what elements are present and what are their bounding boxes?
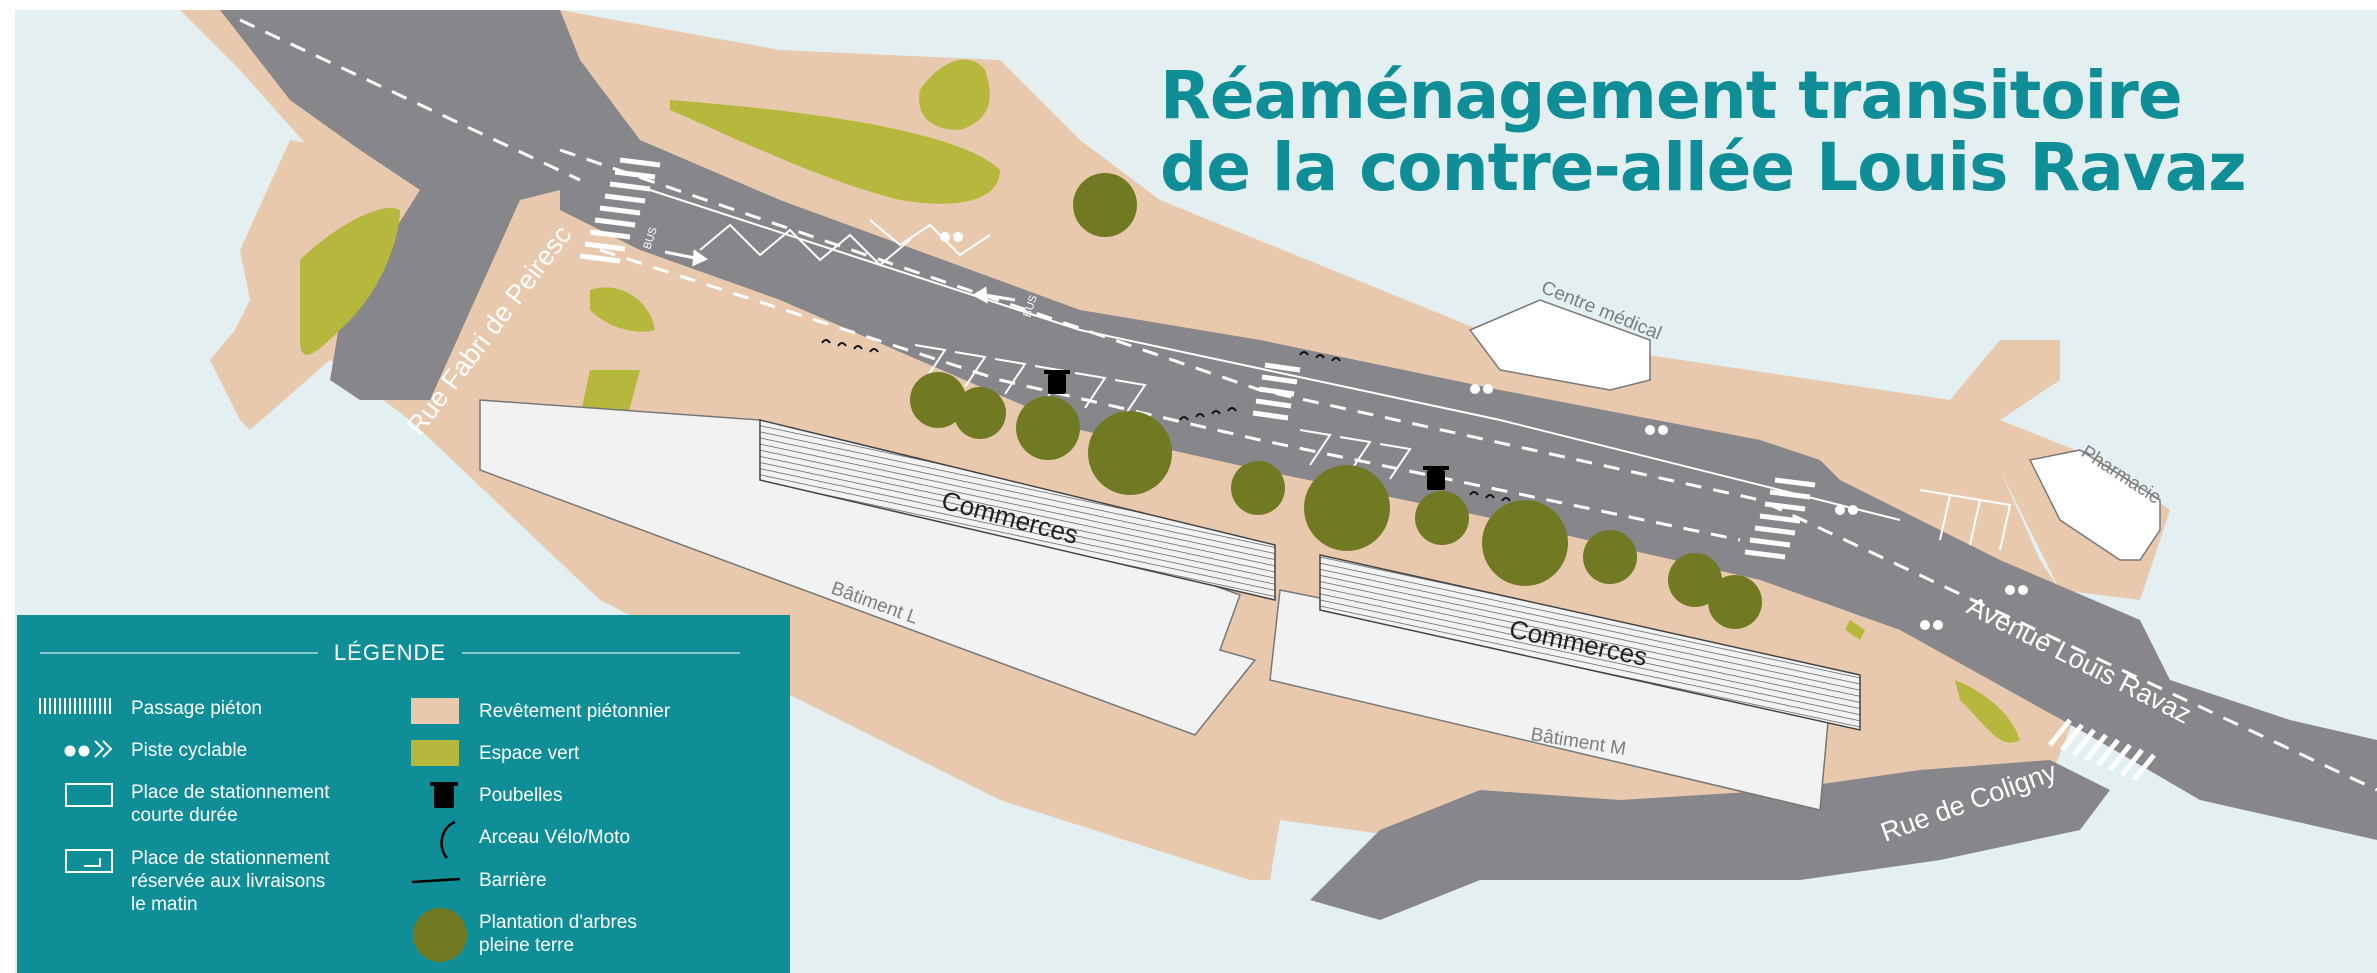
zigzag-marking	[869, 219, 991, 257]
legend-label: courte durée	[131, 805, 238, 826]
pharmacie-building	[2028, 449, 2161, 561]
crosswalk	[1744, 477, 1816, 560]
pavement-right	[1480, 330, 2170, 600]
legend-crosswalk-swatch	[39, 698, 111, 714]
bicycle-icon	[64, 740, 113, 758]
legend-label: réservée aux livraisons	[131, 871, 325, 892]
legend-label: Place de stationnement	[131, 848, 330, 869]
crosswalk	[579, 157, 661, 264]
legend-label: Arceau Vélo/Moto	[479, 827, 630, 848]
trash-bin-icon	[1044, 370, 1070, 394]
legend-delivery-swatch	[65, 849, 113, 873]
trash-bin-icon	[1423, 466, 1449, 490]
legend-delivery-mark	[84, 858, 101, 867]
page-title-line2: de la contre-allée Louis Ravaz	[1160, 129, 2246, 206]
zigzag-marking	[699, 223, 911, 267]
legend-label: Revêtement piétonnier	[479, 701, 671, 722]
lane-marking	[239, 18, 581, 182]
pavement-strip	[640, 250, 1760, 590]
green-space	[1845, 620, 1865, 640]
green-space	[590, 287, 655, 332]
legend-label: Plantation d'arbres	[479, 912, 637, 933]
legend-green-swatch	[411, 740, 459, 766]
lane-marking	[559, 148, 2377, 792]
green-space	[1955, 680, 2020, 743]
legend-background	[17, 615, 790, 973]
legend-label: Barrière	[479, 870, 547, 891]
barrier-icon	[411, 877, 461, 884]
legend-label: Espace vert	[479, 743, 580, 764]
legend-label: Piste cyclable	[131, 740, 247, 761]
commerces-hatch-2	[1319, 554, 1861, 731]
tree-icon	[413, 908, 467, 962]
road-main-axis	[560, 110, 2377, 840]
bike-racks	[821, 339, 1511, 502]
legend-pavement-swatch	[411, 698, 459, 724]
parking-slots	[914, 344, 2012, 551]
legend: LÉGENDE Passage piéton Piste cyclable Pl…	[17, 615, 790, 973]
lane-marking	[649, 189, 1901, 521]
green-space	[919, 59, 990, 130]
crosswalk	[2048, 718, 2156, 782]
green-space	[670, 100, 1000, 204]
arrow-icon	[664, 249, 1016, 304]
pavement-left	[220, 140, 380, 370]
centre-medical-building	[1468, 299, 1651, 391]
legend-title: LÉGENDE	[334, 640, 446, 665]
legend-label: Poubelles	[479, 785, 562, 806]
legend-label: Passage piéton	[131, 698, 262, 719]
green-space	[300, 208, 400, 355]
legend-label: pleine terre	[479, 935, 574, 956]
legend-parking-swatch	[65, 783, 113, 807]
bicycle-icon	[940, 232, 2028, 630]
road-fabri-de-peiresc	[220, 10, 640, 400]
trash-bin-icon	[430, 782, 458, 808]
bike-rack-icon	[440, 820, 456, 859]
trees	[910, 173, 1762, 629]
road-coligny	[1310, 760, 2110, 920]
crosswalk	[1252, 362, 1301, 421]
legend-label: le matin	[131, 894, 198, 915]
page-title-line1: Réaménagement transitoire	[1160, 57, 2182, 134]
commerces-hatch-1	[759, 419, 1276, 601]
lane-marking	[599, 248, 1741, 542]
legend-label: Place de stationnement	[131, 782, 330, 803]
